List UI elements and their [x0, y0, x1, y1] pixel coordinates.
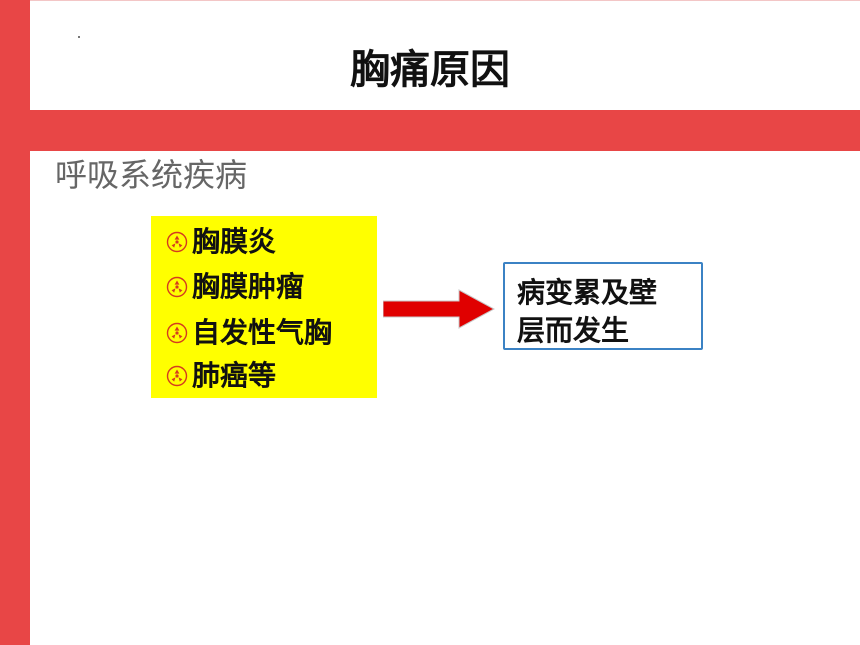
- radiation-bullet-icon: [166, 365, 188, 387]
- cause-label: 胸膜炎: [192, 225, 277, 258]
- right-arrow-icon: [383, 289, 495, 329]
- causes-box: [151, 216, 377, 398]
- radiation-bullet-icon: [166, 322, 188, 344]
- cause-item-4: 肺癌等: [166, 356, 276, 396]
- radiation-bullet-icon: [166, 276, 188, 298]
- cause-item-3: 自发性气胸: [166, 313, 332, 353]
- marker-dot: [78, 36, 80, 38]
- title-band: [0, 110, 860, 151]
- cause-label: 肺癌等: [192, 359, 277, 392]
- cause-item-1: 胸膜炎: [166, 222, 276, 262]
- slide-title: 胸痛原因: [350, 47, 510, 93]
- result-box: 病变累及壁 层而发生: [503, 262, 703, 350]
- left-accent-bar: [0, 0, 30, 645]
- result-line-1: 病变累及壁: [517, 276, 658, 309]
- result-line-2: 层而发生: [517, 314, 630, 347]
- top-divider: [30, 0, 860, 1]
- section-subtitle: 呼吸系统疾病: [55, 156, 248, 194]
- radiation-bullet-icon: [166, 231, 188, 253]
- cause-label: 胸膜肿瘤: [192, 270, 305, 303]
- cause-label: 自发性气胸: [192, 316, 333, 349]
- cause-item-2: 胸膜肿瘤: [166, 267, 304, 307]
